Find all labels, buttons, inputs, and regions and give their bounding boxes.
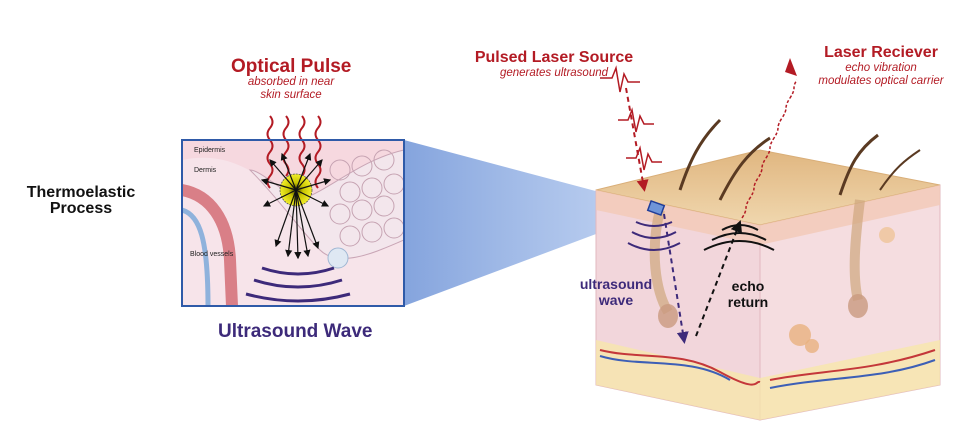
laser-receiver-title: Laser Reciever <box>824 44 938 61</box>
ultrasound-path-arrow <box>663 213 689 344</box>
echo-return-line1: echo <box>731 278 765 294</box>
optical-pulse-sub1: absorbed in near <box>247 76 335 88</box>
echo-arcs <box>703 224 775 251</box>
skin-block <box>595 118 941 421</box>
laser-receiver-sub1: echo vibration <box>845 62 917 74</box>
ultrasound-wave-caption: Ultrasound Wave <box>218 321 373 342</box>
optical-pulse-sub2: skin surface <box>260 89 322 101</box>
optical-pulse-title: Optical Pulse <box>231 56 352 77</box>
pulsed-laser-source-label: Pulsed Laser Source generates ultrasound <box>468 49 640 80</box>
ultrasound-wave-label: ultrasound wave <box>576 276 656 308</box>
ultrasound-wave-line2: wave <box>598 292 634 308</box>
ultrasound-wave-line1: ultrasound <box>579 276 653 292</box>
pulsed-laser-beam <box>600 65 662 192</box>
echo-return-line2: return <box>727 294 769 310</box>
pulsed-laser-source-title: Pulsed Laser Source <box>474 49 634 66</box>
laser-spot <box>646 199 666 217</box>
thermoelastic-label: Thermoelastic Process <box>2 185 160 217</box>
laser-receiver-label: Laser Reciever echo vibration modulates … <box>800 44 962 88</box>
skin-ultrasound-arcs <box>627 221 681 251</box>
optical-pulse-subtitle: absorbed in near skin surface <box>236 76 346 102</box>
pulsed-laser-source-subtitle: generates ultrasound <box>499 67 609 79</box>
inset-label-blood-vessels: Blood vessels <box>190 251 234 258</box>
thermoelastic-line1: Thermoelastic <box>26 184 136 201</box>
inset-panel <box>181 115 405 307</box>
thermoelastic-line2: Process <box>49 200 113 217</box>
receiver-arrowhead <box>785 58 797 76</box>
inset-label-dermis: Dermis <box>194 167 217 174</box>
laser-receiver-sub2: modulates optical carrier <box>818 75 944 87</box>
receiver-beam <box>741 79 798 219</box>
projection-cone <box>404 140 660 306</box>
inset-label-epidermis: Epidermis <box>194 147 226 154</box>
echo-return-label: echo return <box>718 278 778 310</box>
